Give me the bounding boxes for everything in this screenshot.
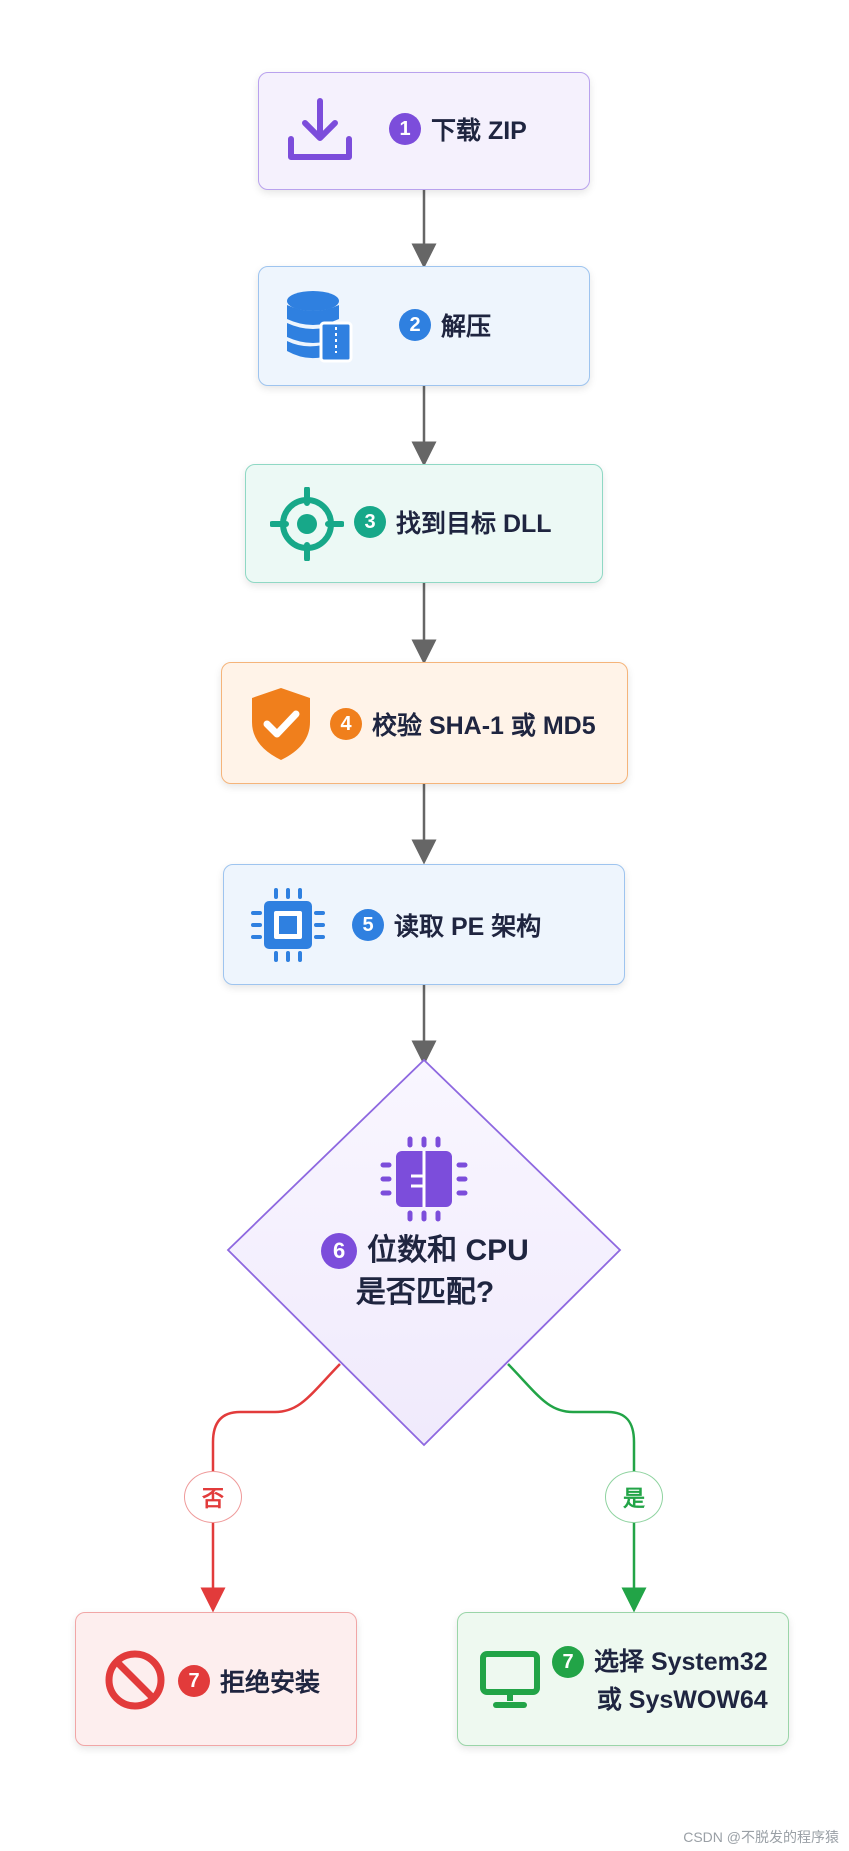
decision-line-1: 位数和 CPU [367,1234,529,1267]
archive-database-icon [287,291,353,363]
monitor-icon [480,1651,540,1708]
step-extract: 2 解压 [258,266,590,386]
shield-check-icon [252,688,310,760]
step-label: 下载 ZIP [431,117,527,145]
arrow-no-branch [200,1363,341,1613]
step-label: 找到目标 DLL [396,510,552,538]
prohibited-icon [105,1650,165,1710]
target-icon [270,487,344,561]
outcome-reject-install: 7 拒绝安装 [75,1612,357,1746]
step-number-badge: 7 [552,1646,584,1678]
download-icon [288,98,352,160]
chip-icon [251,888,325,962]
step-verify-hash: 4 校验 SHA-1 或 MD5 [221,662,628,784]
decision-line-2: 是否匹配? [355,1276,495,1309]
step-download-zip: 1 下载 ZIP [258,72,590,190]
watermark: CSDN @不脱发的程序猿 [683,1829,839,1845]
step-read-pe-arch: 5 读取 PE 架构 [223,864,625,985]
outcome-label-line-2: 或 SysWOW64 [596,1686,768,1714]
step-label: 读取 PE 架构 [394,913,542,941]
outcome-select-system-dir: 7 选择 System32 或 SysWOW64 [457,1612,789,1746]
decision-text: 6 位数和 CPU 是否匹配? [230,1230,620,1314]
step-number-badge: 1 [389,113,421,145]
decision-diamond [226,1058,622,1447]
step-number-badge: 6 [321,1233,358,1269]
step-number-badge: 7 [178,1665,210,1697]
outcome-label-line-1: 选择 System32 [594,1648,768,1676]
step-number-badge: 5 [352,909,384,941]
arrow-yes-branch [507,1363,647,1613]
decision-chip-icon [380,1136,468,1222]
step-number-badge: 3 [354,506,386,538]
step-find-dll: 3 找到目标 DLL [245,464,603,583]
step-label: 校验 SHA-1 或 MD5 [372,712,596,740]
branch-label-yes: 是 [605,1471,663,1523]
branch-label-no: 否 [184,1471,242,1523]
step-label: 解压 [441,313,492,341]
step-number-badge: 4 [330,708,362,740]
outcome-label: 拒绝安装 [220,1669,321,1697]
step-number-badge: 2 [399,309,431,341]
